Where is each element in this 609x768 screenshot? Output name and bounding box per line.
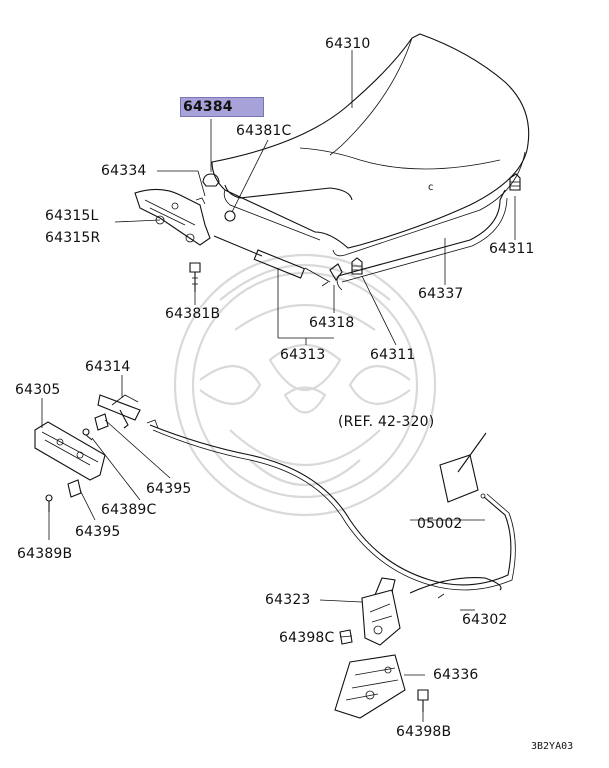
gas-strut (213, 210, 343, 287)
lever-bracket (97, 394, 141, 429)
label-64318: 64318 (309, 315, 355, 331)
label-64311-center: 64311 (370, 347, 416, 363)
leader-lines (41, 50, 516, 722)
diagram-code: 3B2YA03 (531, 741, 574, 752)
label-64315r: 64315R (45, 230, 101, 246)
bolt-64398b (417, 689, 429, 712)
label-64398c: 64398C (279, 630, 335, 646)
fuel-lid (439, 432, 487, 503)
trunk-lid: c (211, 33, 530, 257)
label-64389c: 64389C (101, 502, 157, 518)
bolt-64398c (339, 629, 353, 645)
label-64384-highlighted[interactable]: 64384 (180, 97, 264, 117)
screw-64389c (82, 428, 93, 441)
label-64395-upper: 64395 (146, 481, 192, 497)
bolt-64381b (189, 262, 201, 292)
label-64311-right: 64311 (489, 241, 535, 257)
clip-lower (67, 479, 82, 498)
label-64305: 64305 (15, 382, 61, 398)
label-64314: 64314 (85, 359, 131, 375)
bumper-right (509, 173, 521, 191)
label-64336: 64336 (433, 667, 479, 683)
trunk-latch (361, 577, 401, 646)
opener-handle (34, 421, 106, 481)
screw-64389b (45, 494, 53, 512)
label-64313: 64313 (280, 347, 326, 363)
stopper-64384 (202, 173, 220, 187)
label-64381b: 64381B (165, 306, 221, 322)
latch-striker (334, 654, 406, 719)
trunk-hinge (134, 188, 211, 246)
clip-upper (94, 413, 109, 431)
weatherstrip (224, 184, 508, 291)
label-64334: 64334 (101, 163, 147, 179)
label-64398b: 64398B (396, 724, 452, 740)
label-64302: 64302 (462, 612, 508, 628)
label-ref-42-320: (REF. 42-320) (338, 414, 435, 430)
label-64389b: 64389B (17, 546, 73, 562)
label-64395-lower: 64395 (75, 524, 121, 540)
label-64323: 64323 (265, 592, 311, 608)
label-05002: 05002 (417, 516, 463, 532)
label-64315l: 64315L (45, 208, 99, 224)
release-cable (146, 419, 516, 591)
label-64381c: 64381C (236, 123, 292, 139)
label-64337: 64337 (418, 286, 464, 302)
svg-text:c: c (428, 182, 434, 193)
watermark-emblem (173, 253, 437, 517)
label-64310: 64310 (325, 36, 371, 52)
bumper-center (351, 257, 363, 275)
latch-cable (409, 577, 502, 599)
